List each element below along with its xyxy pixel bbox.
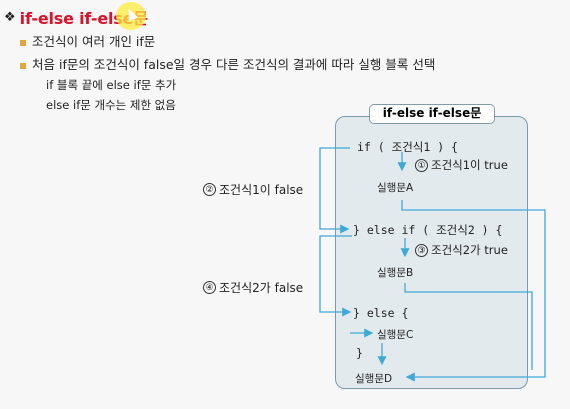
note-text: 조건식1이 false <box>219 183 304 197</box>
diamond-bullet-icon: ❖ <box>4 9 16 25</box>
statement-c: 실행문C <box>377 329 414 341</box>
bullet-text: 처음 if문의 조건식이 false일 경우 다른 조건식의 결과에 따라 실행… <box>32 57 436 72</box>
code-else-line: } else { <box>353 306 409 320</box>
circle-number-icon: ② <box>203 183 216 196</box>
note-text: 조건식2가 false <box>219 281 304 295</box>
square-bullet-icon <box>20 39 26 46</box>
note-1: ① 조건식1이 true <box>415 157 508 173</box>
statement-b: 실행문B <box>377 267 414 279</box>
note-4: ④ 조건식2가 false <box>203 279 303 296</box>
arrow-B-to-D <box>404 283 533 370</box>
code-if-line: if ( 조건식1 ) { <box>357 140 458 154</box>
sub-bullet: if 블록 끝에 else if문 추가 <box>46 78 177 92</box>
slide-title: if-else if-else문 <box>19 9 148 28</box>
statement-d: 실행문D <box>355 373 393 385</box>
arrow-A-to-D <box>401 200 546 382</box>
note-3: ③ 조건식2가 true <box>415 242 508 258</box>
arrow-4 <box>319 235 352 317</box>
arrow-2 <box>319 147 350 234</box>
diagram-panel <box>335 116 528 389</box>
note-text: 조건식1이 true <box>431 158 508 172</box>
bullet-item: 조건식이 여러 개인 if문 <box>20 31 155 50</box>
bullet-text: 조건식이 여러 개인 if문 <box>32 34 156 49</box>
note-2: ② 조건식1이 false <box>203 181 303 198</box>
circle-number-icon: ① <box>415 158 428 172</box>
statement-a: 실행문A <box>377 182 414 194</box>
square-bullet-icon <box>20 62 26 69</box>
slide-title-row: ❖ if-else if-else문 <box>4 6 148 28</box>
cursor-highlight-icon <box>116 2 146 30</box>
sub-bullet: else if문 개수는 제한 없음 <box>46 98 176 112</box>
bullet-item: 처음 if문의 조건식이 false일 경우 다른 조건식의 결과에 따라 실행… <box>20 54 435 73</box>
circle-number-icon: ③ <box>415 243 428 257</box>
code-close-brace: } <box>356 346 363 360</box>
diagram-title: if-else if-else문 <box>369 104 495 124</box>
code-else-if-line: } else if ( 조건식2 ) { <box>353 223 503 237</box>
circle-number-icon: ④ <box>203 281 216 294</box>
note-text: 조건식2가 true <box>431 243 508 257</box>
